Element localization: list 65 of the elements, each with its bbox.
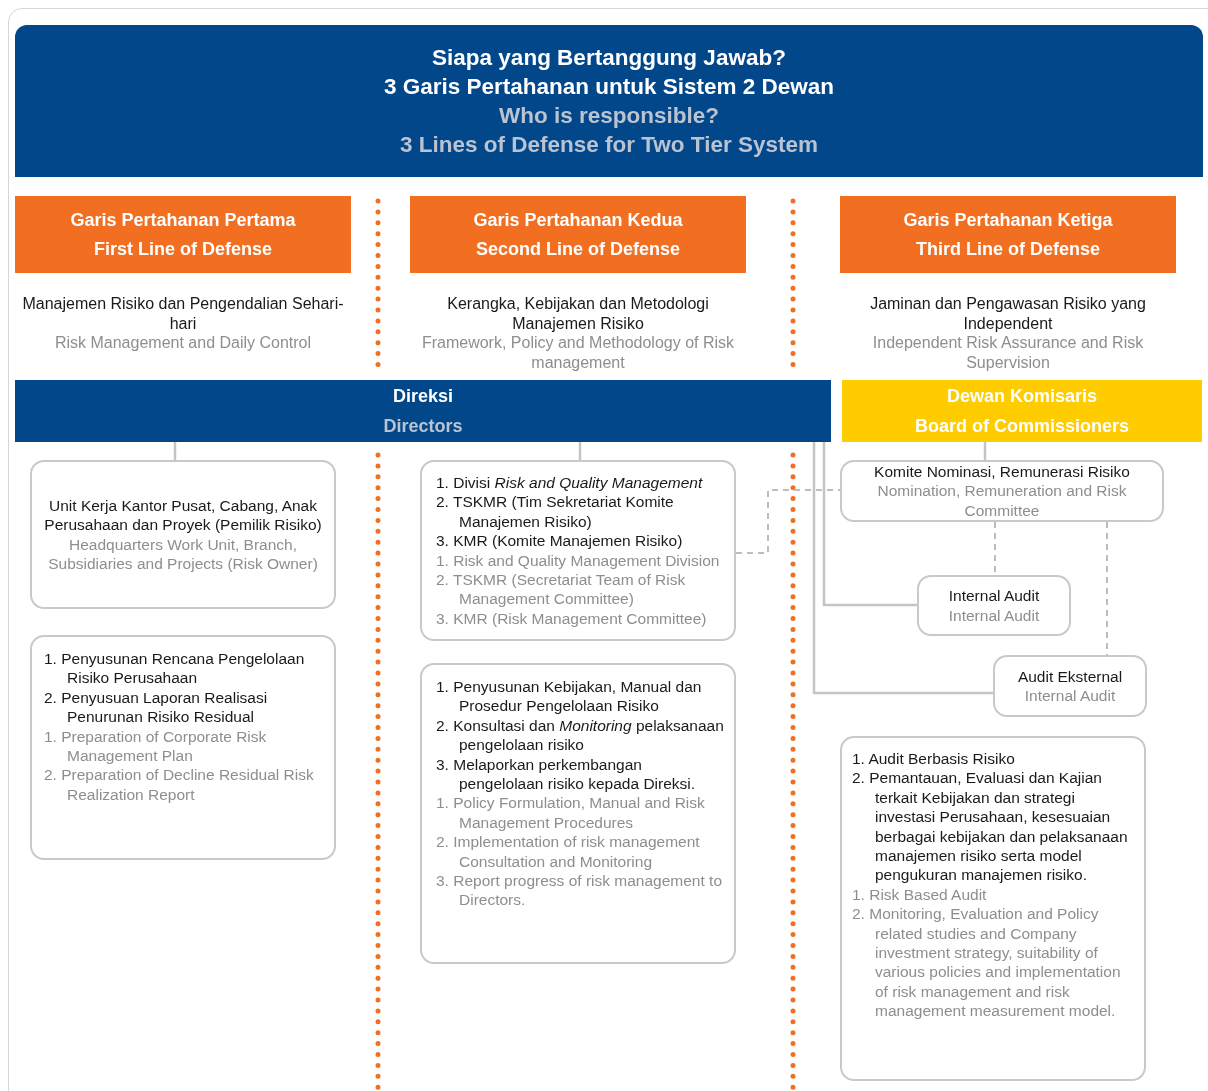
list-item: 2. TSKMR (Secretariat Team of Risk Management Committee) (436, 570, 687, 609)
board-band (842, 380, 1202, 442)
connector-line (1106, 521, 1108, 656)
duty-card (30, 635, 336, 860)
list-item: 1. Risk Based Audit (852, 884, 988, 905)
audit-card (917, 575, 1071, 636)
list-item: 1. Divisi Risk and Quality Management (436, 473, 704, 493)
list-item: 2. Konsultasi dan Monitoring pelaksanaan pengelolaan risiko (436, 715, 724, 755)
connector-line (812, 442, 993, 695)
header-text: First Line of Defense (93, 237, 273, 261)
header-text: Garis Pertahanan Pertama (69, 208, 297, 232)
list-item: 2. Penyusuan Laporan Realisasi Penurunan Risiko Residual (44, 687, 269, 727)
description-text: Independent Risk Assurance and Risk Supervision (871, 333, 1145, 372)
list-item: 2. Pemantauan, Evaluasi dan Kajian terkait Kebijakan dan strategi investasi Perusahaan, kesesuaian berbagai kebijakan dan pelaksanaan manajemen risiko serta model pengukuran manajemen risiko. (852, 768, 1129, 885)
card-text: Internal Audit (1023, 686, 1117, 706)
directors-band (15, 380, 831, 442)
list-item: 2. TSKMR (Tim Sekretariat Komite Manajemen Risiko) (436, 492, 675, 532)
list-item: 1. Preparation of Corporate Risk Management Plan (44, 726, 268, 766)
list-item: 2. Monitoring, Evaluation and Policy related studies and Company investment strategy, suitability of various policies and implementation of risk management and risk management measurement model. (852, 904, 1122, 1021)
header-banner (15, 25, 1203, 177)
list-item: 1. Audit Berbasis Risiko (852, 749, 1016, 769)
list-item: 1. Risk and Quality Management Division (436, 550, 721, 571)
list-item: 2. Implementation of risk management Consultation and Monitoring (436, 832, 701, 872)
card-text: Audit Eksternal (1016, 666, 1124, 686)
committee-card (840, 460, 1164, 522)
list-item: 1. Policy Formulation, Manual and Risk Management Procedures (436, 793, 706, 833)
description-text: Risk Management and Daily Control (53, 333, 313, 353)
header-text: Garis Pertahanan Kedua (472, 208, 684, 232)
column-header (840, 196, 1176, 273)
list-item: 3. Melaporkan perkembangan pengelolaan risiko kepada Direksi. (436, 754, 697, 794)
card-text: Komite Nominasi, Remunerasi Risiko (873, 461, 1131, 482)
description-text: Kerangka, Kebijakan dan Metodologi Manajemen Risiko (446, 294, 710, 333)
band-text: Directors (382, 415, 464, 438)
band-text: Dewan Komisaris (945, 385, 1099, 408)
duty-card (840, 736, 1146, 1081)
connector-line (822, 442, 917, 607)
list-item: 3. KMR (Risk Management Committee) (436, 608, 708, 629)
column-header (410, 196, 746, 273)
card-text: Unit Kerja Kantor Pusat, Cabang, Anak Perusahaan dan Proyek (Pemilik Risiko) (44, 495, 322, 535)
role-card (30, 460, 336, 609)
band-text: Direksi (391, 385, 454, 408)
duty-card (420, 663, 736, 964)
band-text: Board of Commissioners (913, 415, 1130, 438)
card-text: Headquarters Work Unit, Branch, Subsidiaries and Projects (Risk Owner) (47, 534, 319, 574)
card-text: Internal Audit (947, 605, 1041, 625)
list-item: 2. Preparation of Decline Residual Risk Realization Report (44, 765, 315, 805)
description-text: Manajemen Risiko dan Pengendalian Sehari-hari (21, 294, 345, 333)
connector-line (735, 489, 841, 554)
card-text: Internal Audit (947, 586, 1041, 606)
description-text: Jaminan dan Pengawasan Risiko yang Independent (869, 294, 1147, 333)
title-text: Who is responsible? (498, 102, 720, 130)
list-item: 3. Report progress of risk management to Directors. (436, 871, 724, 910)
header-text: Garis Pertahanan Ketiga (902, 208, 1114, 232)
title-text: 3 Lines of Defense for Two Tier System (399, 131, 819, 159)
column-header (15, 196, 351, 273)
card-text: Nomination, Remuneration and Risk Committee (876, 481, 1128, 521)
title-text: 3 Garis Pertahanan untuk Sistem 2 Dewan (382, 73, 836, 101)
header-text: Second Line of Defense (474, 237, 681, 261)
audit-card (993, 655, 1147, 717)
list-item: 3. KMR (Komite Manajemen Risiko) (436, 531, 684, 551)
role-card (420, 460, 736, 641)
title-text: Siapa yang Bertanggung Jawab? (431, 44, 787, 72)
list-item: 1. Penyusunan Rencana Pengelolaan Risiko Perusahaan (44, 649, 306, 688)
description-text: Framework, Policy and Methodology of Risk management (420, 333, 736, 372)
header-text: Third Line of Defense (915, 237, 1101, 261)
